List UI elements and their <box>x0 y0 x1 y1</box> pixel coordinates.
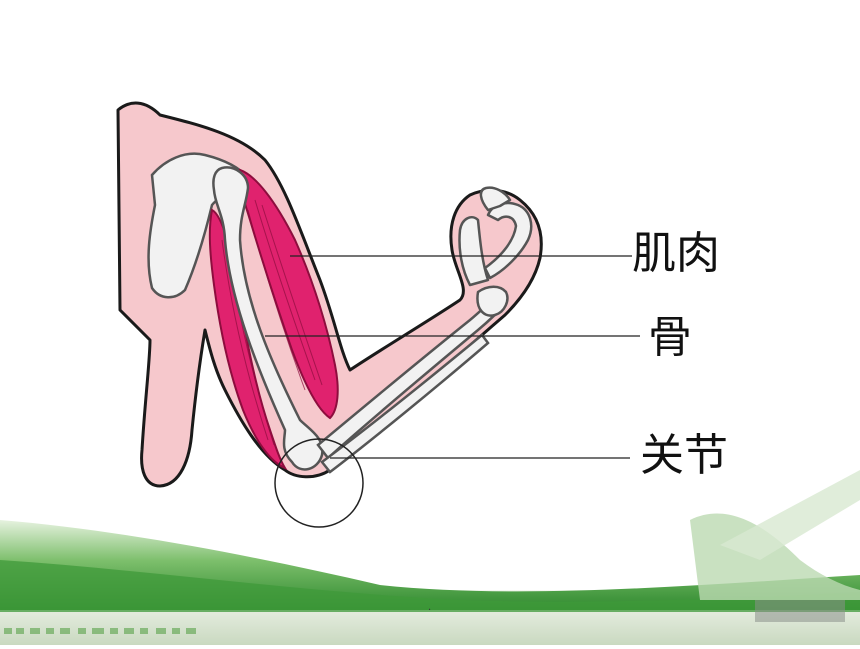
muscle-label: 肌肉 <box>632 228 720 279</box>
muscles <box>208 168 339 471</box>
ulna-bone <box>320 333 490 474</box>
leader-lines <box>265 255 640 459</box>
joint-label: 关节 <box>640 430 728 481</box>
joint-circle <box>274 438 364 528</box>
hand-bones <box>458 186 533 317</box>
grass-decoration <box>0 470 860 645</box>
footer-dot: . <box>428 602 432 613</box>
bone-label: 骨 <box>648 312 692 363</box>
